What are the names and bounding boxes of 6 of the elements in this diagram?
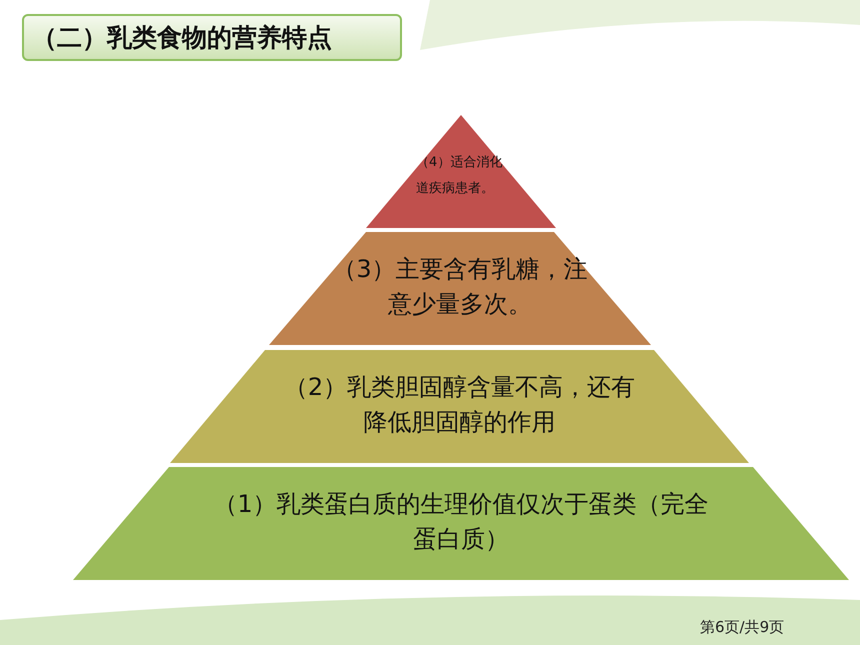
layer-text: （3）主要含有乳糖，注意少量多次。 <box>331 254 589 320</box>
layer-text: （1）乳类蛋白质的生理价值仅次于蛋类（完全蛋白质） <box>212 489 710 555</box>
title-banner: （二）乳类食物的营养特点 <box>22 14 402 61</box>
layer-text: （4）适合消化道疾病患者。 <box>416 154 504 198</box>
layer-text: （2）乳类胆固醇含量不高，还有降低胆固醇的作用 <box>282 372 636 438</box>
page-number: 第6页/共9页 <box>700 618 784 637</box>
